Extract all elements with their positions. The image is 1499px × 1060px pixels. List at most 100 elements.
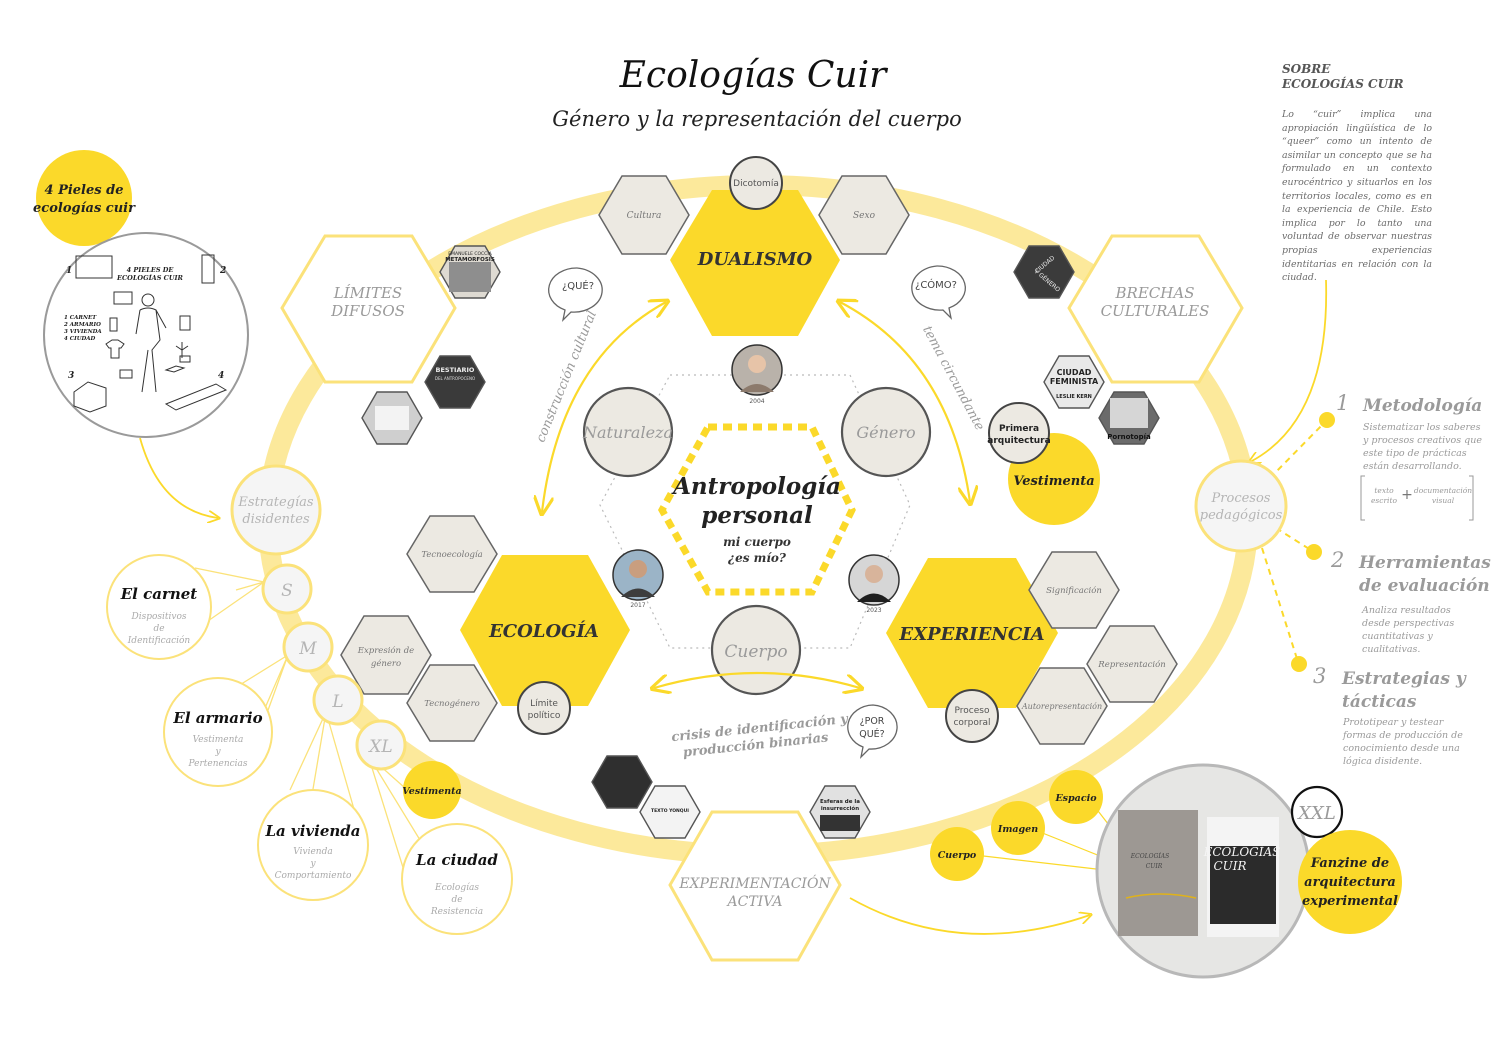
formula-a2: escrito: [1371, 496, 1397, 505]
hex-tecnoecologia[interactable]: Tecnoecología: [407, 516, 497, 592]
dot-m3: [1291, 656, 1307, 672]
hex-tecnoecologia-label: Tecnoecología: [421, 549, 482, 560]
book-pornotopia-label: Pornotopía: [1107, 433, 1151, 441]
m1-title: Metodología: [1362, 396, 1482, 416]
hex-tecnogenero[interactable]: Tecnogénero: [407, 665, 497, 741]
hex-representacion[interactable]: Representación: [1087, 626, 1177, 702]
sketch-num-3: 3: [68, 371, 74, 381]
ciudad-d3: Resistencia: [430, 907, 483, 917]
dot-cuerpo[interactable]: Cuerpo: [930, 827, 984, 881]
circle-vestimenta-right-label: Vestimenta: [1013, 474, 1094, 489]
circle-fanzine[interactable]: Fanzine de arquitectura experimental: [1298, 830, 1402, 934]
m3-d3: conocimiento desde una: [1343, 743, 1460, 754]
node-cuerpo[interactable]: Cuerpo: [712, 606, 800, 694]
hex-brechas-culturales[interactable]: BRECHAS CULTURALES: [1069, 236, 1242, 382]
zine-bw-title-1: ECOLOGÍAS: [1203, 844, 1281, 859]
node-naturaleza[interactable]: Naturaleza: [582, 388, 673, 476]
size-s[interactable]: S: [263, 565, 311, 613]
sketch-num-4: 4: [218, 371, 224, 381]
hex-limites-label-1: LÍMITES: [333, 284, 402, 302]
circle-limite-label-1: Límite: [530, 699, 558, 709]
hex-autorepresentacion-label: Autorepresentación: [1021, 702, 1102, 711]
circle-dicotomia[interactable]: Dicotomía: [730, 157, 782, 209]
arrow-to-estrategias: [140, 438, 218, 518]
m2-title-2: de evaluación: [1359, 576, 1490, 596]
book-emanuele-2: METAMORFOSIS: [445, 257, 495, 263]
hex-brechas-label-2: CULTURALES: [1101, 302, 1210, 320]
about-section: SOBRE ECOLOGÍAS CUIR Lo “cuir” implica u…: [1282, 62, 1432, 285]
bubble-porque-text-2: QUÉ?: [859, 728, 884, 740]
sketch-list-4: 4 CIUDAD: [64, 336, 96, 342]
m3-title-2: tácticas: [1342, 692, 1417, 712]
m2-number: 2: [1330, 548, 1344, 572]
sketch-num-2: 2: [219, 266, 226, 276]
size-l-label: L: [331, 692, 343, 712]
book-texto-yonqui: TEXTO YONQUI: [640, 786, 700, 838]
hex-cultura-label: Cultura: [627, 211, 662, 221]
hex-ecologia-label: ECOLOGÍA: [488, 619, 599, 642]
m1-d4: están desarrollando.: [1363, 461, 1462, 472]
size-l[interactable]: L: [314, 676, 362, 724]
book-ciudad-1: CIUDAD: [1057, 368, 1092, 377]
page-title: Ecologías Cuir: [619, 55, 888, 96]
book-ciudad-feminista: CIUDAD FEMINISTA LESLIE KERN: [1044, 356, 1104, 408]
hex-expresion-label-1: Expresión de: [357, 645, 414, 656]
circle-proceso-label-2: corporal: [953, 718, 990, 728]
dot-m2: [1306, 544, 1322, 560]
size-m[interactable]: M: [284, 623, 332, 671]
m3-d1: Prototipear y testear: [1342, 717, 1445, 728]
size-xl[interactable]: XL: [357, 721, 405, 769]
hex-limites-difusos[interactable]: LÍMITES DIFUSOS: [282, 236, 455, 382]
circle-estrategias-disidentes[interactable]: Estrategías disidentes: [232, 466, 320, 554]
hex-dualismo[interactable]: DUALISMO: [670, 190, 840, 336]
item-la-ciudad[interactable]: La ciudad Ecologías de Resistencia: [402, 824, 512, 934]
sketch-list-1: 1 CARNET: [64, 315, 97, 321]
arrow-to-fanzine: [850, 898, 1090, 934]
dot-imagen-label: Imagen: [997, 824, 1038, 835]
ciudad-d2: de: [451, 895, 462, 905]
m2-d2: desde perspectivas: [1362, 618, 1454, 629]
hex-significacion-label: Significación: [1046, 585, 1102, 596]
portrait-2023: 2023: [849, 555, 899, 614]
center-sub-2: ¿es mío?: [727, 551, 787, 565]
item-la-vivienda[interactable]: La vivienda Vivienda y Comportamiento: [258, 790, 368, 900]
dashed-links: [1262, 421, 1326, 662]
hex-limites-label-2: DIFUSOS: [330, 302, 405, 320]
size-m-label: M: [298, 639, 317, 659]
circle-primera-label-2: arquitectura: [987, 436, 1050, 446]
ciudad-d1: Ecologías: [434, 882, 479, 893]
dot-imagen[interactable]: Imagen: [991, 801, 1045, 855]
arrow-about-to-procesos: [1250, 280, 1326, 462]
item-el-armario[interactable]: El armario Vestimenta y Pertenencias: [164, 678, 272, 786]
size-xl-label: XL: [367, 737, 392, 757]
m3-number: 3: [1313, 664, 1326, 688]
circle-procesos-pedagogicos[interactable]: Procesos pedagógicos: [1196, 461, 1286, 551]
book-dark-bottom: [592, 756, 652, 808]
hex-sexo-label: Sexo: [853, 211, 876, 221]
item-el-carnet[interactable]: El carnet Dispositivos de Identificación: [107, 555, 211, 659]
vivienda-d3: Comportamiento: [275, 871, 352, 881]
dot-vestimenta-left[interactable]: Vestimenta: [402, 761, 461, 819]
m2-d4: cualitativas.: [1362, 644, 1420, 655]
circle-4-pieles[interactable]: 4 Pieles de ecologías cuir: [33, 150, 136, 246]
circle-limite-politico[interactable]: Límite político: [518, 682, 570, 734]
dot-vestimenta-left-label: Vestimenta: [402, 786, 461, 797]
book-pornotopia: Pornotopía: [1099, 392, 1159, 444]
book-esferas: Esferas de la insurrección: [810, 786, 870, 838]
dot-espacio-label: Espacio: [1054, 793, 1097, 804]
node-genero-label: Género: [856, 423, 915, 442]
circle-primera-label-1: Primera: [999, 424, 1039, 434]
circle-primera-arquitectura[interactable]: Primera arquitectura: [987, 403, 1050, 463]
circle-proceso-corporal[interactable]: Proceso corporal: [946, 690, 998, 742]
hex-experimentacion-activa[interactable]: EXPERIMENTACIÓN ACTIVA: [670, 812, 840, 960]
vivienda-d1: Vivienda: [293, 847, 332, 857]
about-title-2: ECOLOGÍAS CUIR: [1282, 77, 1432, 92]
node-genero[interactable]: Género: [842, 388, 930, 476]
procesos-label-2: pedagógicos: [1200, 508, 1283, 523]
dot-espacio[interactable]: Espacio: [1049, 770, 1103, 824]
circle-limite-label-2: político: [528, 711, 561, 721]
center-title-2: personal: [701, 502, 813, 529]
book-emanuele-coccia: EMANUELE COCCIA METAMORFOSIS: [440, 246, 500, 298]
m3-title-1: Estrategias y: [1341, 669, 1467, 689]
circle-xxl[interactable]: XXL: [1292, 787, 1342, 837]
